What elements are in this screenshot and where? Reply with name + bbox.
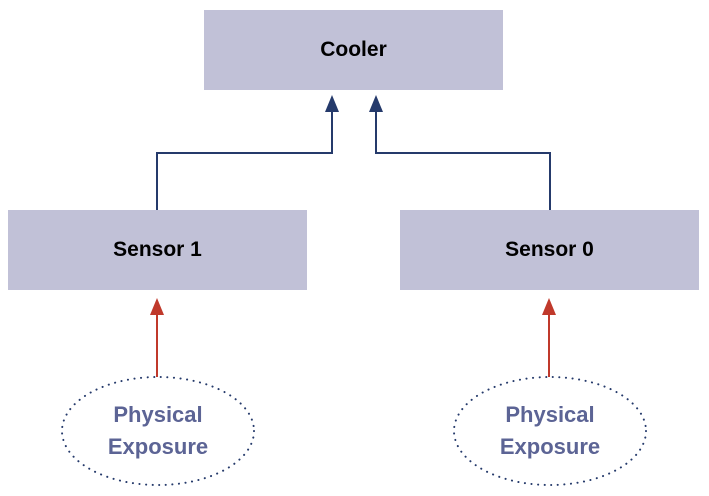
exposure0-node: Physical Exposure (453, 399, 647, 463)
exposure0-label-line2: Exposure (499, 434, 601, 459)
arrowhead-sensor1-to-cooler (325, 95, 339, 112)
cooler-label: Cooler (320, 38, 387, 61)
exposure0-ellipse (453, 376, 647, 486)
exposure1-label-line1: Physical (113, 402, 203, 427)
exposure1-ellipse (61, 376, 255, 486)
exposure1-node: Physical Exposure (61, 399, 255, 463)
sensor0-node: Sensor 0 (400, 210, 699, 290)
exposure1-label-line2: Exposure (107, 434, 209, 459)
edge-sensor1-to-cooler (156, 110, 333, 210)
sensor1-node: Sensor 1 (8, 210, 307, 290)
arrowhead-sensor0-to-cooler (369, 95, 383, 112)
edge-sensor0-to-cooler (375, 110, 551, 210)
arrowhead-exposure0-to-sensor0 (542, 298, 556, 315)
sensor1-label: Sensor 1 (113, 238, 202, 261)
sensor0-label: Sensor 0 (505, 238, 594, 261)
cooler-node: Cooler (204, 10, 503, 90)
exposure0-label-line1: Physical (505, 402, 595, 427)
arrowhead-exposure1-to-sensor1 (150, 298, 164, 315)
